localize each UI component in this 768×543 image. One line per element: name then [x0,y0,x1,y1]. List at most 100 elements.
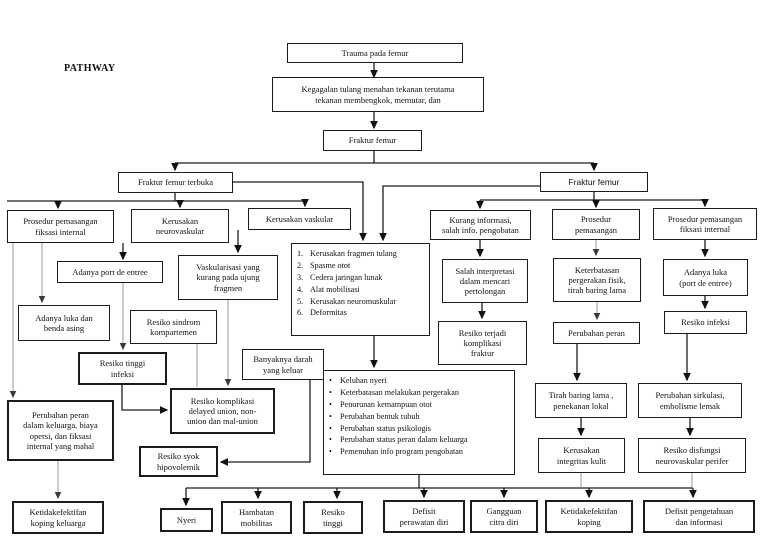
node-text-line: kompartemen [150,327,197,337]
node-text-line: Adanya port de entree [72,266,148,277]
node-text-line: Fraktur femur terbuka [137,177,214,188]
node-text-line: Gangguan [486,506,522,517]
bullet-marker: • [329,411,332,421]
node-text-line: mobilitas [240,517,273,528]
node-text-line: neurovaskular [155,226,205,236]
node-text-line: Resiko sindrom [146,316,201,327]
bullet-marker: • [329,447,332,457]
node-text-line: citra diri [489,516,519,527]
node-text-line: opersi, dan fiksasi [29,430,92,441]
node-text-line: Trauma pada femur [341,47,409,58]
node-text-line: Kegagalan tulang menahan tekanan terutam… [301,84,455,95]
node-adanya-port-de-entree: Adanya port de entree [57,261,163,283]
node-text-line: Kerusakan [161,215,199,226]
bullet-marker: • [329,423,332,433]
node-daftar-masalah: •Keluhan nyeri•Keterbatasan melakukan pe… [323,370,515,475]
node-text-line: yang keluar [263,364,303,375]
node-text-line: komplikasi [463,337,502,348]
node-text-line: Prosedur [580,214,612,225]
node-text-line: Resiko tinggi [99,358,146,369]
node-text-line: Resiko syok [157,451,200,462]
node-text-line: internal yang mahal [26,440,95,451]
node-text-line: fraktur [470,348,495,359]
node-text-line: dalam mencari [459,275,511,286]
pathway-title: PATHWAY [64,63,116,74]
node-text-line: dan informasi [675,516,723,527]
node-text-line: Kerusakan [563,445,600,456]
node-text-line: neurovaskular perifer [655,455,729,466]
node-text-line: Resiko [321,507,345,518]
bullet-marker: • [329,435,332,445]
node-text-line: Nyeri [176,514,197,525]
node-text-line: salah info. pengobatan [442,225,519,235]
node-text-line: perawatan diri [399,516,449,527]
node-text-line: Defisit pengetahuan [664,506,734,517]
node-text-line: Ketidakefektifan [29,507,87,518]
node-text-line: tirah baring lama [567,285,627,296]
node-text-line: Tirah baring lama , [548,390,614,401]
node-nyeri: Nyeri [160,508,213,532]
node-text-line: embolisme lemak [659,400,721,411]
list-item-text: Deformitas [310,308,347,318]
node-text-line: Kurang informasi, [449,214,512,225]
flow-arrow [219,380,311,466]
node-trauma-pada-femur: Trauma pada femur [287,43,463,63]
node-text-line: penekanan lokal [553,400,609,411]
node-text-line: Adanya luka dan [35,312,93,323]
list-item-text: Spasme otot [310,260,351,270]
node-text-line: Resiko infeksi [681,317,730,328]
node-text-line: Hambatan [239,507,274,518]
node-text-line: Fraktur femur [568,176,620,187]
node-text-line: Prosedur pemasangan [667,213,743,224]
node-text-line: tekanan membengkok, memutar, dan [315,94,441,105]
node-text-line: pemasangan [574,224,617,235]
node-text-line: Keterbatasan [574,264,620,275]
node-text-line: Resiko komplikasi [190,395,255,406]
flow-arrow [121,385,169,414]
list-item-text: Kerusakan fragmen tulang [310,249,397,258]
list-item-text: Perubahan bentuk tubuh [340,411,420,421]
number-marker: 2. [297,260,304,270]
list-item-text: Keterbatasan melakukan pergerakan [340,387,459,397]
node-text-line: fiksasi internal [35,226,86,237]
list-item-text: Cedera jaringan lunak [310,272,383,282]
bullet-marker: • [329,387,332,397]
bullet-marker: • [329,376,332,385]
node-text-line: tinggi [323,517,343,528]
node-text-line: (port de entree) [679,277,732,288]
node-text-line: kurang pada ujung [196,272,260,283]
node-kerusakan-vaskular: Kerusakan vaskular [248,208,351,230]
node-text-line: fiksasi internal [679,224,731,234]
node-text-line: Defisit [412,506,436,517]
node-text-line: Banyaknya darah [253,354,313,365]
node-text-line: Fraktur femur [348,135,397,146]
node-text-line: infeksi [110,368,135,379]
flow-arrow [233,181,367,242]
node-text-line: union dan mal-union [187,416,258,427]
number-marker: 6. [297,308,304,318]
node-text-line: Prosedur pemasangan [23,216,98,227]
node-text-line: delayed union, non- [188,405,257,416]
node-perubahan-sirkulasi: Perubahan sirkulasi,embolisme lemak [638,383,742,418]
node-fraktur-femur-pusat: Fraktur femur [323,130,422,151]
